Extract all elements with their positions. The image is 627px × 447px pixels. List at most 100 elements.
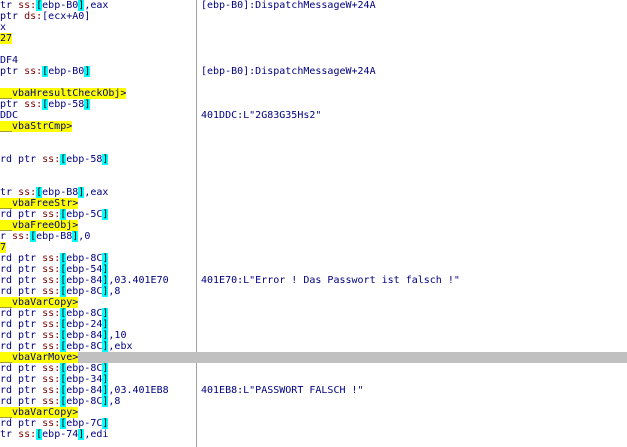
bracket-highlight: ] bbox=[78, 429, 85, 440]
code-row[interactable]: ptr ss:[ebp-B0][ebp-B0]:DispatchMessageW… bbox=[0, 66, 627, 77]
operand-text: rd ptr bbox=[0, 363, 43, 374]
bracket-highlight: ] bbox=[102, 275, 109, 286]
bracket-highlight: ] bbox=[102, 363, 109, 374]
operand-text: ebp-74 bbox=[42, 429, 79, 440]
bracket-highlight: ] bbox=[102, 418, 109, 429]
column-divider[interactable] bbox=[196, 0, 197, 447]
code-row[interactable]: rd ptr ss:[ebp-8C] bbox=[0, 308, 627, 319]
code-row[interactable]: rd ptr ss:[ebp-24] bbox=[0, 319, 627, 330]
code-row[interactable]: tr ss:[ebp-B8],eax bbox=[0, 187, 627, 198]
operand-text: ,edi bbox=[84, 429, 109, 440]
code-row[interactable] bbox=[0, 44, 627, 55]
operand-text: rd ptr bbox=[0, 253, 43, 264]
operand-text: ebp-58 bbox=[48, 99, 85, 110]
instruction-cell: DDC bbox=[0, 110, 196, 121]
bracket-highlight: ] bbox=[72, 231, 79, 242]
segment-prefix: ss: bbox=[42, 374, 61, 385]
operand-text: ,ebx bbox=[108, 341, 133, 352]
operand-text: ,eax bbox=[84, 187, 109, 198]
segment-prefix: ss: bbox=[42, 209, 61, 220]
instruction-cell: rd ptr ss:[ebp-5C] bbox=[0, 209, 196, 220]
code-row[interactable]: ptr ds:[ecx+A0] bbox=[0, 11, 627, 22]
code-row[interactable] bbox=[0, 132, 627, 143]
code-row[interactable]: __vbaVarCopy> bbox=[0, 407, 627, 418]
instruction-cell: tr ss:[ebp-74],edi bbox=[0, 429, 196, 440]
operand-text: [ecx+A0] bbox=[42, 11, 91, 22]
instruction-cell: rd ptr ss:[ebp-34] bbox=[0, 374, 196, 385]
comment-cell: 401DDC:L"2G83G35Hs2" bbox=[201, 110, 322, 121]
segment-prefix: ss: bbox=[42, 253, 61, 264]
segment-prefix: ss: bbox=[18, 187, 37, 198]
instruction-cell: rd ptr ss:[ebp-84],03.401EB8 bbox=[0, 385, 196, 396]
code-row[interactable]: rd ptr ss:[ebp-84],10 bbox=[0, 330, 627, 341]
operand-text: ptr bbox=[0, 11, 25, 22]
segment-prefix: ss: bbox=[42, 396, 61, 407]
instruction-cell: rd ptr ss:[ebp-8C],8 bbox=[0, 396, 196, 407]
code-row[interactable]: tr ss:[ebp-B0],eax[ebp-B0]:DispatchMessa… bbox=[0, 0, 627, 11]
bracket-highlight: [ bbox=[60, 253, 67, 264]
instruction-cell: 27 bbox=[0, 33, 196, 44]
bracket-highlight: ] bbox=[102, 308, 109, 319]
operand-text: ebp-54 bbox=[66, 264, 103, 275]
operand-text: ebp-34 bbox=[66, 374, 103, 385]
code-row[interactable]: __vbaFreeObj> bbox=[0, 220, 627, 231]
segment-prefix: ss: bbox=[42, 385, 61, 396]
code-row[interactable] bbox=[0, 143, 627, 154]
bracket-highlight: [ bbox=[60, 275, 67, 286]
instruction-cell: tr ss:[ebp-B0],eax bbox=[0, 0, 196, 11]
instruction-cell: __vbaVarCopy> bbox=[0, 407, 196, 418]
code-row[interactable]: x bbox=[0, 22, 627, 33]
code-row[interactable]: __vbaHresultCheckObj> bbox=[0, 88, 627, 99]
code-row[interactable]: ptr ss:[ebp-58] bbox=[0, 99, 627, 110]
instruction-cell: __vbaVarCopy> bbox=[0, 297, 196, 308]
code-row[interactable]: rd ptr ss:[ebp-34] bbox=[0, 374, 627, 385]
code-row[interactable]: rd ptr ss:[ebp-54] bbox=[0, 264, 627, 275]
code-row[interactable]: __vbaStrCmp> bbox=[0, 121, 627, 132]
code-row[interactable]: __vbaVarCopy> bbox=[0, 297, 627, 308]
operand-text: rd ptr bbox=[0, 209, 43, 220]
instruction-cell: 7 bbox=[0, 242, 196, 253]
operand-text: ,8 bbox=[108, 396, 121, 407]
segment-prefix: ss: bbox=[12, 231, 31, 242]
code-row[interactable]: DF4 bbox=[0, 55, 627, 66]
operand-text: ebp-B8 bbox=[36, 231, 73, 242]
code-row[interactable]: __vbaFreeStr> bbox=[0, 198, 627, 209]
call-target-highlight: __vbaFreeObj> bbox=[0, 220, 79, 231]
code-row[interactable] bbox=[0, 176, 627, 187]
code-row[interactable] bbox=[0, 165, 627, 176]
code-row[interactable]: rd ptr ss:[ebp-58] bbox=[0, 154, 627, 165]
code-row[interactable]: rd ptr ss:[ebp-8C] bbox=[0, 363, 627, 374]
operand-text: ebp-8C bbox=[66, 341, 103, 352]
call-target-highlight: __vbaVarCopy> bbox=[0, 407, 79, 418]
operand-text: ebp-B8 bbox=[42, 187, 79, 198]
code-row[interactable]: rd ptr ss:[ebp-8C],ebx bbox=[0, 341, 627, 352]
code-row[interactable]: rd ptr ss:[ebp-7C] bbox=[0, 418, 627, 429]
instruction-cell: rd ptr ss:[ebp-8C] bbox=[0, 253, 196, 264]
code-row[interactable] bbox=[0, 77, 627, 88]
call-target-highlight: __vbaStrCmp> bbox=[0, 121, 73, 132]
call-target-highlight: __vbaFreeStr> bbox=[0, 198, 79, 209]
bracket-highlight: ] bbox=[84, 66, 91, 77]
selected-code-row[interactable]: __vbaVarMove> bbox=[0, 352, 627, 363]
operand-text: rd ptr bbox=[0, 341, 43, 352]
code-row[interactable]: 27 bbox=[0, 33, 627, 44]
bracket-highlight: [ bbox=[60, 308, 67, 319]
code-row[interactable]: DDC 401DDC:L"2G83G35Hs2" bbox=[0, 110, 627, 121]
comment-cell: 401E70:L"Error ! Das Passwort ist falsch… bbox=[201, 275, 460, 286]
operand-text: ebp-B0 bbox=[42, 0, 79, 11]
segment-prefix: ss: bbox=[24, 66, 43, 77]
code-row[interactable]: r ss:[ebp-B8],0 bbox=[0, 231, 627, 242]
code-row[interactable]: tr ss:[ebp-74],edi bbox=[0, 429, 627, 440]
code-row[interactable]: rd ptr ss:[ebp-8C],8 bbox=[0, 396, 627, 407]
code-row[interactable]: rd ptr ss:[ebp-5C] bbox=[0, 209, 627, 220]
call-target-highlight: 7 bbox=[0, 242, 7, 253]
operand-text: rd ptr bbox=[0, 154, 43, 165]
code-row[interactable]: rd ptr ss:[ebp-8C] bbox=[0, 253, 627, 264]
code-row[interactable]: rd ptr ss:[ebp-8C],8 bbox=[0, 286, 627, 297]
instruction-cell: __vbaFreeObj> bbox=[0, 220, 196, 231]
operand-text: tr bbox=[0, 187, 19, 198]
code-row[interactable]: 7 bbox=[0, 242, 627, 253]
